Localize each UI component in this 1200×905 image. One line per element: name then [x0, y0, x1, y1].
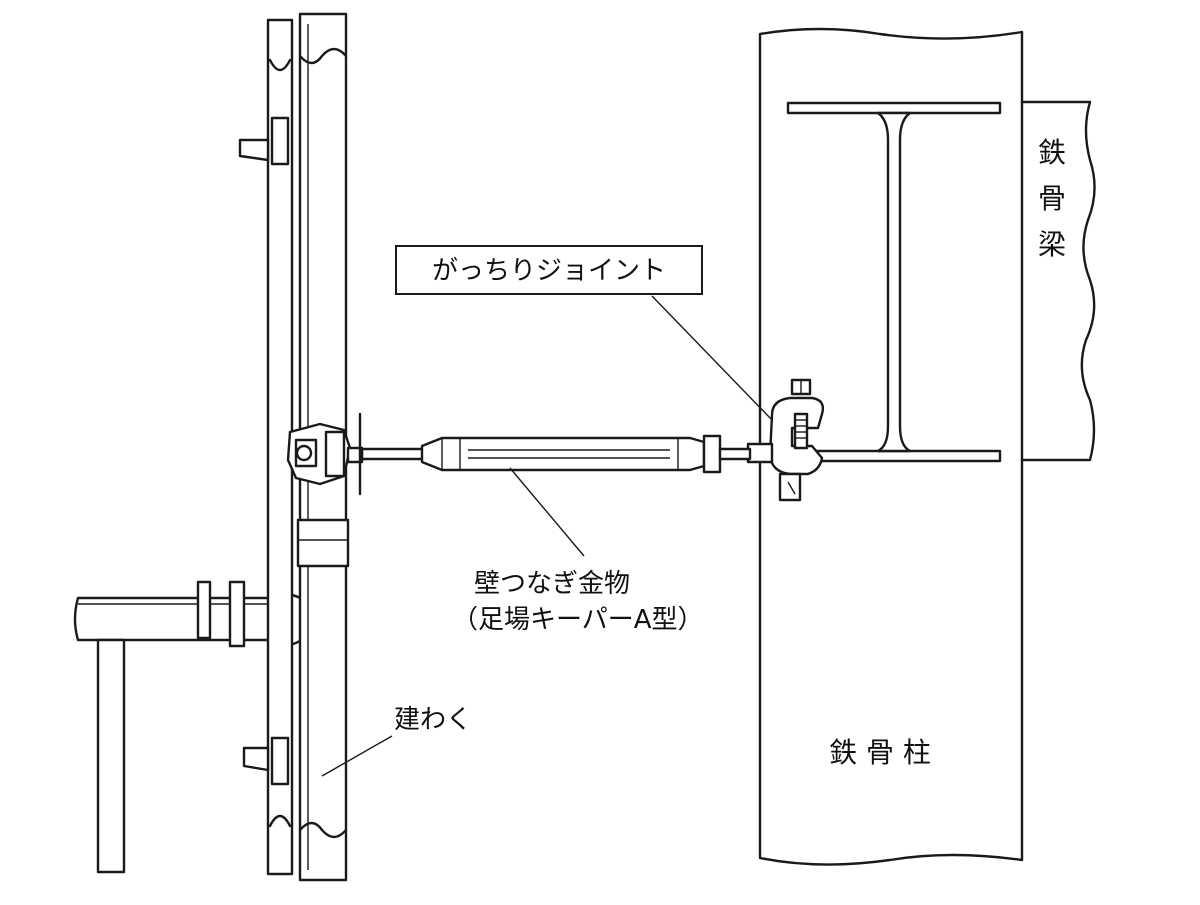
wall-tie-label-line2: （足場キーパーA型）: [452, 605, 704, 635]
wall-tie-frame-clamp: [286, 412, 364, 496]
gatchiri-joint-clamp: [746, 378, 825, 502]
wall-tie-label-line1: 壁つなぎ金物: [474, 569, 630, 599]
leader-lines: [321, 295, 773, 777]
steel-beam-label-3: 梁: [1038, 228, 1066, 261]
gatchiri-joint-text: がっちりジョイント: [432, 256, 666, 286]
h-beam-section: [786, 101, 1002, 463]
frame-label: 建わく: [394, 705, 472, 735]
wall-tie-fitting: [360, 434, 752, 474]
steel-beam-label-2: 骨: [1038, 182, 1066, 215]
steel-beam-label-1: 鉄: [1038, 136, 1066, 169]
label-gatchiri-joint: がっちりジョイント: [395, 245, 703, 295]
steel-column-label: 鉄 骨 柱: [829, 736, 931, 769]
steel-beam: [1013, 100, 1096, 462]
